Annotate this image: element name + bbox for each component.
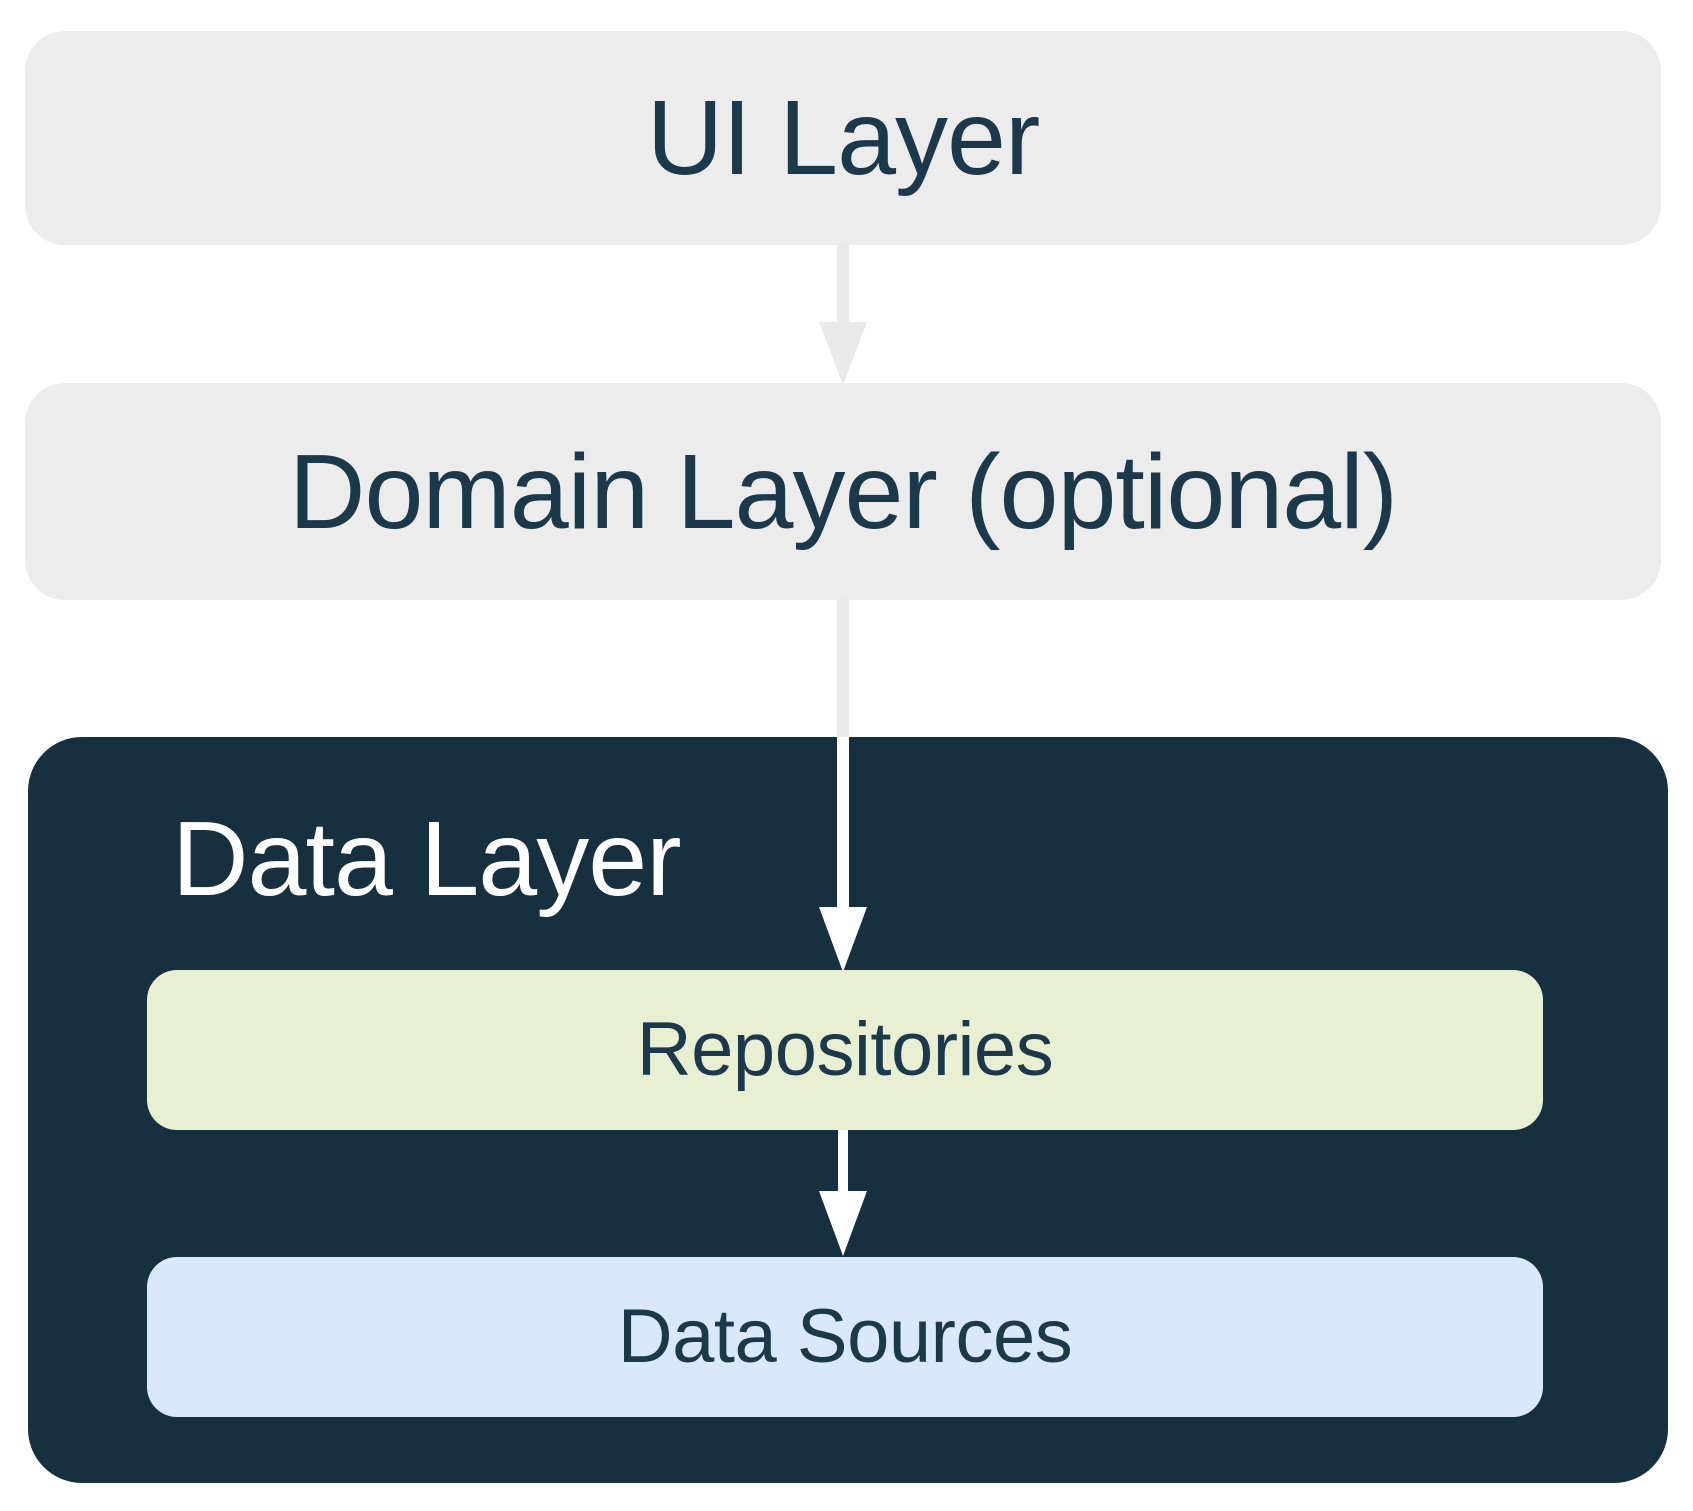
arrow-down-head-icon	[819, 322, 867, 385]
arrow-down-head-icon	[819, 1191, 867, 1256]
node-data-sources: Data Sources	[147, 1257, 1543, 1417]
arrow-shaft	[837, 244, 849, 324]
arrow-shaft	[837, 598, 849, 737]
node-domain-layer: Domain Layer (optional)	[25, 383, 1661, 600]
ui-layer-label: UI Layer	[646, 79, 1041, 197]
arrow-shaft	[837, 737, 849, 908]
arrow-shaft	[838, 1130, 848, 1192]
data-sources-label: Data Sources	[617, 1294, 1073, 1379]
domain-layer-label: Domain Layer (optional)	[288, 432, 1398, 551]
node-repositories: Repositories	[147, 970, 1543, 1130]
node-ui-layer: UI Layer	[25, 31, 1661, 245]
data-layer-label: Data Layer	[172, 800, 682, 918]
arrow-down-head-icon	[819, 907, 867, 972]
repositories-label: Repositories	[636, 1007, 1054, 1092]
